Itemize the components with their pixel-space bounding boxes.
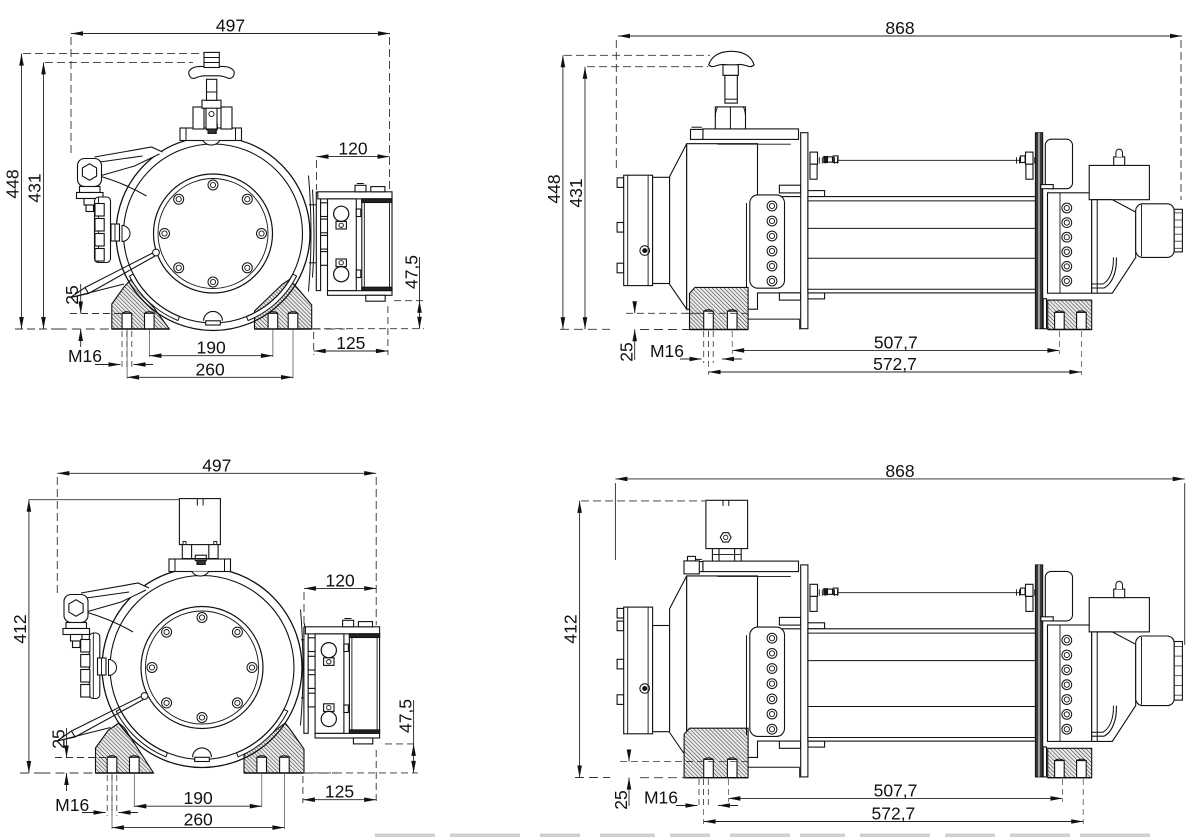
svg-text:25: 25	[611, 790, 631, 809]
svg-text:125: 125	[325, 782, 354, 802]
svg-text:507,7: 507,7	[874, 332, 918, 352]
svg-text:431: 431	[25, 173, 45, 202]
svg-text:868: 868	[885, 18, 914, 38]
svg-text:572,7: 572,7	[872, 804, 916, 824]
svg-text:507,7: 507,7	[874, 780, 918, 800]
svg-text:190: 190	[196, 338, 225, 358]
svg-text:412: 412	[10, 614, 30, 643]
svg-text:572,7: 572,7	[873, 354, 917, 374]
svg-text:47,5: 47,5	[402, 255, 422, 289]
svg-text:25: 25	[49, 729, 69, 748]
svg-text:M16: M16	[650, 341, 684, 361]
svg-text:448: 448	[544, 174, 564, 203]
svg-text:120: 120	[338, 139, 367, 159]
svg-text:25: 25	[62, 285, 82, 304]
svg-text:260: 260	[195, 359, 224, 379]
svg-text:47,5: 47,5	[396, 699, 416, 733]
svg-text:868: 868	[885, 461, 914, 481]
svg-text:190: 190	[183, 788, 212, 808]
svg-text:497: 497	[202, 455, 231, 475]
svg-text:120: 120	[325, 570, 354, 590]
svg-text:448: 448	[3, 169, 23, 198]
svg-text:25: 25	[617, 342, 637, 361]
svg-text:125: 125	[336, 333, 365, 353]
svg-text:M16: M16	[68, 346, 102, 366]
svg-text:431: 431	[566, 178, 586, 207]
svg-text:497: 497	[216, 16, 245, 36]
svg-text:M16: M16	[55, 795, 89, 815]
svg-text:260: 260	[184, 810, 213, 830]
svg-text:M16: M16	[644, 788, 678, 808]
svg-text:412: 412	[561, 614, 581, 643]
